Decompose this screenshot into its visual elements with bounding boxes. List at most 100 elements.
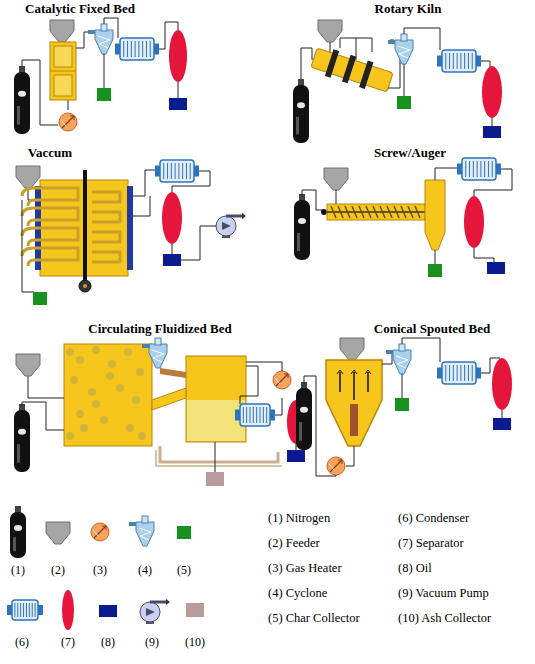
cyclone: [142, 338, 167, 368]
ash-collector: [186, 603, 204, 617]
panel-title: Vaccum: [28, 146, 72, 160]
nitrogen-cylinder: [14, 66, 30, 134]
vacuum-pump: [216, 213, 246, 238]
separator: [482, 66, 502, 118]
panel-title: Catalytic Fixed Bed: [25, 2, 135, 16]
cyclone: [129, 516, 154, 546]
pipe-line: [373, 206, 378, 218]
oil-collector: [287, 450, 305, 462]
oil-collector: [483, 126, 501, 138]
pipe-line: [359, 206, 364, 218]
pipe-line: [181, 226, 218, 260]
screw-reactor: [327, 204, 425, 220]
pipe-line: [394, 206, 399, 218]
pipe-line: [22, 402, 64, 430]
panel-title: Circulating Fluidized Bed: [88, 322, 232, 336]
char-collector: [33, 292, 47, 305]
pipe-line: [382, 352, 392, 364]
pipe-line: [275, 398, 282, 415]
pipe-line: [339, 372, 341, 392]
callout-number: (3): [93, 564, 107, 577]
callout-number: (9): [145, 636, 159, 649]
pipe-line: [435, 168, 458, 180]
pipe-line: [76, 32, 94, 48]
pipe-line: [346, 446, 354, 466]
feeder-hopper: [16, 166, 40, 188]
pipe-line: [435, 250, 436, 264]
pipe-line: [133, 196, 150, 216]
separator: [162, 192, 182, 244]
pipe-line: [240, 366, 258, 404]
pipe-line: [481, 61, 490, 68]
char-collector: [177, 526, 191, 539]
legend-entry: (3) Gas Heater: [268, 562, 342, 576]
callout-number: (4): [138, 564, 152, 577]
pipe-line: [246, 362, 282, 371]
oil-collector: [169, 98, 187, 110]
nitrogen-cylinder: [294, 194, 310, 260]
gas-heater: [327, 457, 345, 475]
callout-number: (2): [51, 564, 65, 577]
pipe-line: [28, 376, 64, 398]
pipe-line: [387, 206, 392, 218]
nitrogen-cylinder: [10, 506, 26, 558]
pipe-line: [415, 206, 420, 218]
rotary-kiln: [310, 44, 395, 95]
pipe-line: [133, 170, 158, 196]
condenser: [155, 160, 199, 182]
cyclone: [386, 344, 411, 374]
char-collector: [397, 96, 411, 109]
pipe-line: [172, 244, 173, 254]
panel-title: Screw/Auger: [374, 146, 446, 160]
legend-entry: (5) Char Collector: [268, 612, 360, 626]
pipe-line: [22, 200, 34, 292]
pipe-line: [331, 206, 336, 218]
char-collector: [395, 398, 409, 411]
callout-number: (7): [61, 636, 75, 649]
pipe-line: [402, 338, 440, 362]
callout-number: (1): [11, 564, 25, 577]
legend-entry: (6) Condenser: [398, 512, 469, 526]
pipe-line: [104, 54, 105, 88]
gas-heater: [273, 371, 291, 389]
condenser: [437, 50, 481, 72]
pipe-line: [178, 82, 179, 98]
riser-reactor: [64, 344, 152, 446]
feeder-hopper: [46, 522, 70, 544]
pipe-line: [142, 344, 150, 348]
pipe-line: [50, 71, 76, 72]
separator: [62, 590, 74, 630]
legend-entry: (1) Nitrogen: [268, 512, 330, 526]
oil-collector: [163, 254, 181, 266]
cyclone: [388, 34, 413, 64]
pipe-line: [345, 206, 350, 218]
legend-entry: (7) Separator: [398, 537, 464, 551]
oil-collector: [99, 605, 117, 617]
pipe-line: [404, 64, 405, 96]
callout-number: (5): [177, 564, 191, 577]
condenser: [437, 362, 481, 384]
condenser: [115, 38, 159, 60]
char-separator: [425, 180, 445, 250]
pipe-line: [502, 410, 503, 418]
pipe-line: [336, 190, 337, 204]
pipe-line: [104, 18, 118, 38]
feeder-hopper: [50, 20, 74, 42]
feeder-hopper: [318, 20, 342, 42]
pipe-line: [352, 206, 357, 218]
pipe-line: [366, 206, 371, 218]
gas-heater: [91, 523, 109, 541]
char-collector: [97, 88, 111, 101]
pipe-line: [215, 442, 216, 472]
pipe-line: [160, 446, 278, 462]
legend-entry: (2) Feeder: [268, 537, 320, 551]
gas-heater: [59, 113, 77, 131]
panel-title: Rotary Kiln: [375, 2, 442, 16]
panel-title: Conical Spouted Bed: [374, 322, 490, 336]
pipe-line: [380, 206, 385, 218]
separator: [492, 358, 512, 410]
conical-spouted-reactor: [326, 360, 382, 446]
pipe-line: [492, 118, 493, 126]
pipe-line: [474, 248, 494, 262]
pipe-line: [404, 28, 440, 50]
